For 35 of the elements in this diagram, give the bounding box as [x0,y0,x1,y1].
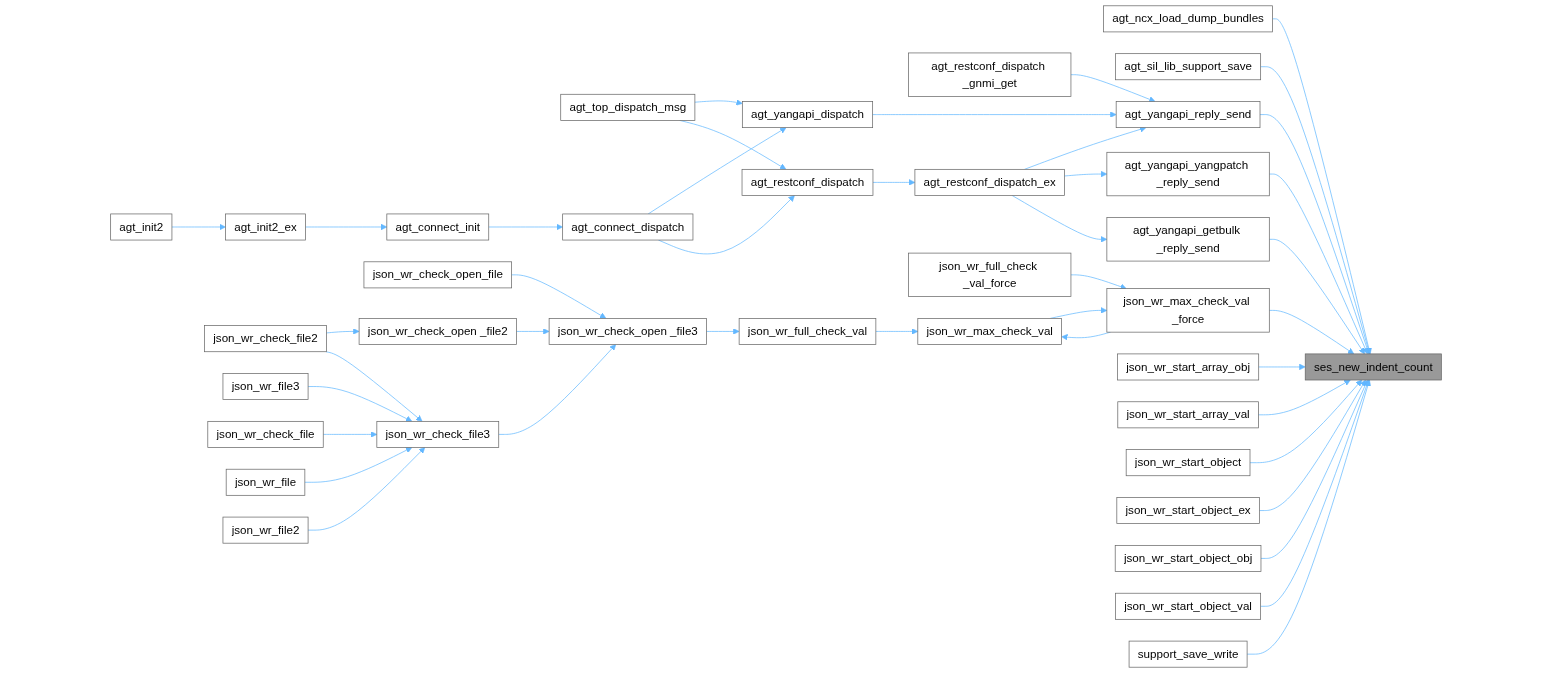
node-box: json_wr_check_file2 [204,325,327,353]
node-box: json_wr_max_check_val [917,318,1062,345]
node-box: json_wr_max_check_val _force [1106,288,1270,333]
node-box: json_wr_full_check _val_force [908,252,1072,297]
node-box: agt_restconf_dispatch [741,168,874,196]
node-box: json_wr_file [225,468,306,496]
node-box: json_wr_start_object_val [1115,592,1261,620]
node-box: agt_sil_lib_support_save [1115,53,1261,81]
node-box: agt_yangapi_yangpatch _reply_send [1106,151,1270,197]
node-box: agt_yangapi_reply_send [1115,101,1261,128]
node-box: agt_init2 [110,213,173,241]
node-box: support_save_write [1128,640,1248,668]
node-box: json_wr_start_object_obj [1114,545,1262,572]
node-box: agt_restconf_dispatch _gnmi_get [908,52,1072,97]
node-box: json_wr_start_object_ex [1116,497,1260,524]
node-box: agt_yangapi_getbulk _reply_send [1106,217,1270,262]
node-box: agt_connect_init [386,213,490,241]
node-box: agt_restconf_dispatch_ex [914,168,1065,196]
node-box: json_wr_start_array_obj [1117,353,1260,381]
node-box: agt_top_dispatch_msg [560,93,696,121]
node-box: json_wr_check_open _file2 [358,318,517,345]
node-box: json_wr_file3 [222,373,309,400]
node-box: agt_connect_dispatch [562,213,694,241]
node-box: ses_new_indent_count [1304,353,1442,381]
node-box: json_wr_file2 [222,516,309,544]
node-box: json_wr_check_file [207,421,324,448]
node-box: json_wr_check_file3 [376,421,500,448]
node-box: json_wr_check_open_file [363,261,512,289]
node-box: json_wr_start_array_val [1117,401,1259,429]
node-box: json_wr_start_object [1125,449,1251,477]
node-box: agt_yangapi_dispatch [741,101,873,128]
node-box: agt_init2_ex [225,213,306,241]
node-box: json_wr_check_open _file3 [548,318,707,345]
node-box: json_wr_full_check_val [738,318,877,345]
node-box: agt_ncx_load_dump_bundles [1103,5,1273,33]
